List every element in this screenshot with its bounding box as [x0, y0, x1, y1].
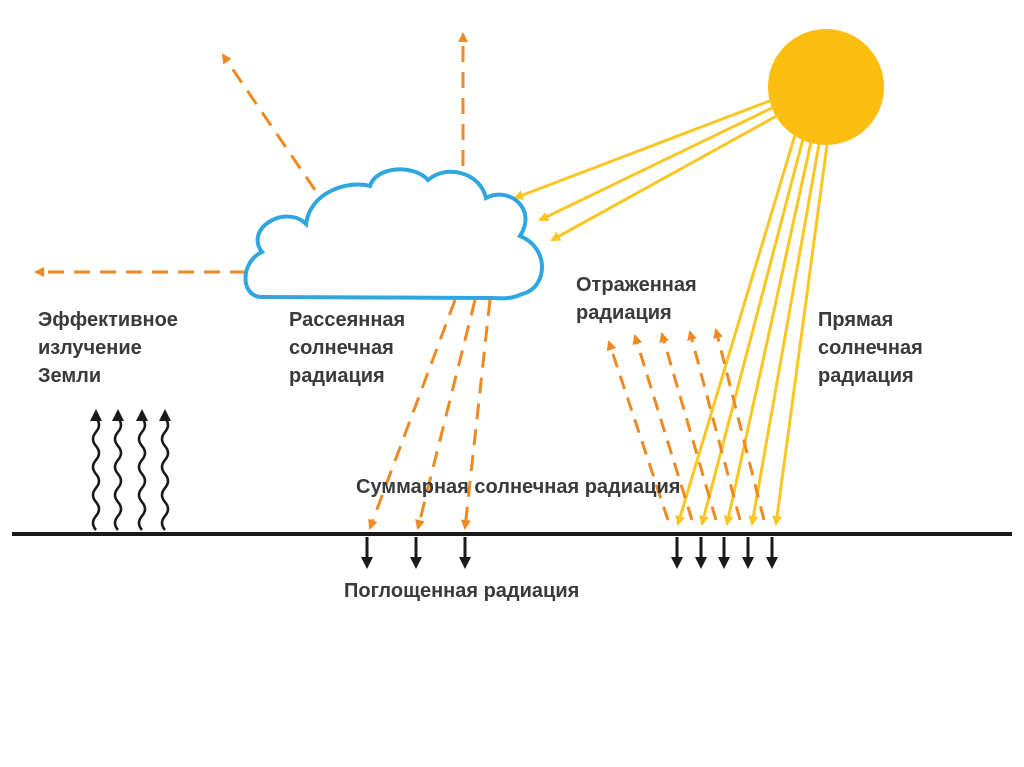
direct-ray [675, 134, 797, 526]
label-scattered-radiation: Рассеянная солнечная радиация [289, 306, 405, 390]
label-total-radiation: Суммарная солнечная радиация [356, 473, 680, 501]
label-effective-radiation: Эффективное излучение Земли [38, 306, 178, 390]
label-line: радиация [289, 365, 385, 387]
sun-to-cloud-rays [513, 98, 783, 242]
reflected-ray [659, 332, 718, 521]
sun-icon [768, 29, 884, 145]
label-line: Поглощенная радиация [344, 580, 580, 602]
sun-to-cloud-ray [550, 111, 783, 242]
wavy-arrow-icon [136, 409, 148, 531]
reflected-ray [632, 334, 694, 521]
direct-ray [748, 143, 821, 526]
label-line: Рассеянная [289, 309, 406, 331]
scattered-ray-down [415, 299, 477, 530]
scattered-ray-down [460, 299, 492, 530]
wavy-arrow-icon [159, 409, 171, 531]
reflected-ray [713, 328, 766, 521]
label-line: Прямая [818, 309, 894, 331]
label-line: радиация [576, 302, 672, 324]
reflected-ray [606, 340, 670, 521]
scattered-rays [34, 32, 492, 530]
sun-to-cloud-ray [538, 104, 777, 222]
wavy-arrow-icon [112, 409, 124, 531]
label-absorbed-radiation: Поглощенная радиация [344, 577, 579, 605]
label-line: солнечная [289, 337, 394, 359]
label-line: Эффективное [38, 309, 178, 331]
cloud-icon [243, 167, 544, 301]
direct-ray [772, 144, 829, 526]
label-direct-radiation: Прямая солнечная радиация [818, 306, 923, 390]
label-line: радиация [818, 365, 914, 387]
label-line: излучение [38, 337, 142, 359]
direct-ray [699, 138, 805, 526]
reflected-ray [687, 330, 742, 521]
label-line: солнечная [818, 337, 923, 359]
sun-to-cloud-ray [513, 98, 773, 200]
scattered-ray-down [368, 299, 457, 530]
direct-ray [723, 141, 813, 526]
reflected-rays [606, 328, 766, 521]
label-reflected-radiation: Отраженная радиация [576, 271, 697, 327]
label-line: Суммарная солнечная радиация [356, 476, 681, 498]
label-line: Земли [38, 365, 102, 387]
wavy-arrow-icon [90, 409, 102, 531]
scattered-ray-up-left [221, 53, 317, 191]
direct-rays [675, 134, 829, 526]
effective-radiation-arrows [90, 409, 171, 531]
label-line: Отраженная [576, 274, 697, 296]
absorbed-arrows [361, 537, 778, 569]
